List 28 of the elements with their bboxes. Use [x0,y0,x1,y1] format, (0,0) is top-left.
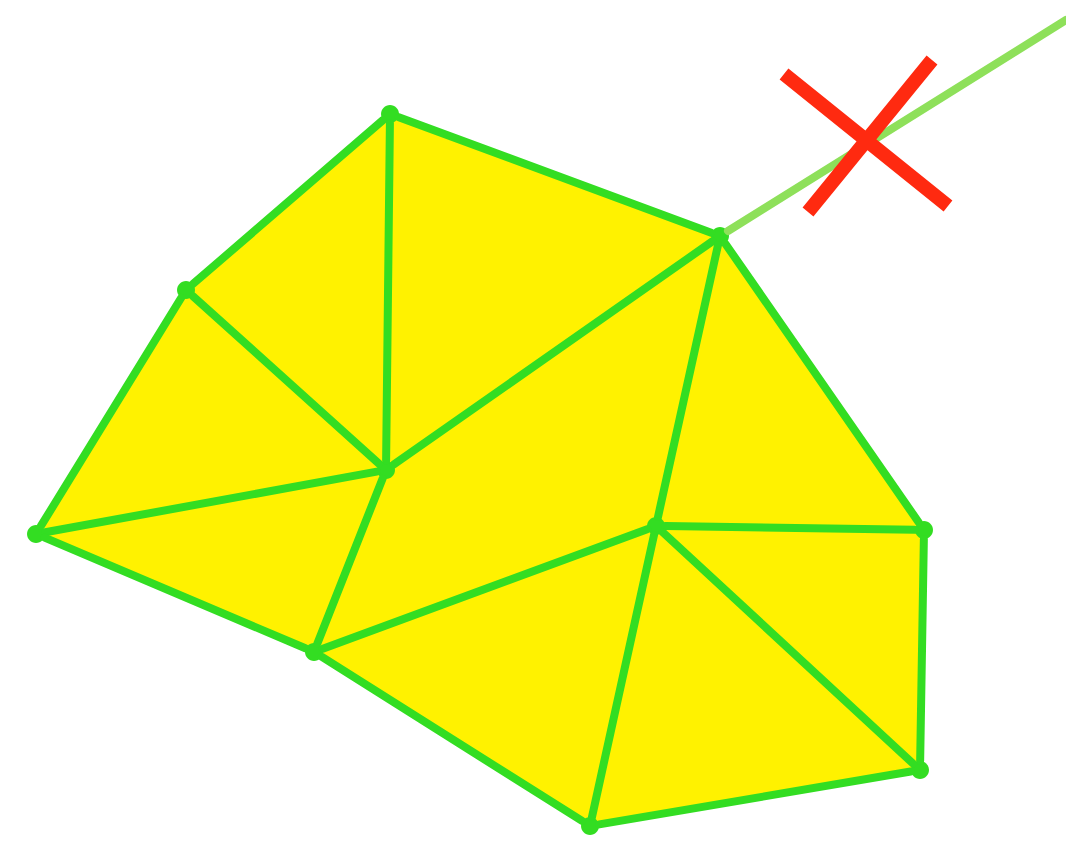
vertex-dot [177,281,195,299]
vertex-dot [381,105,399,123]
mesh-edge [595,767,915,829]
mesh-edge [36,294,186,530]
vertex-dot [305,643,323,661]
mesh-edge [189,292,383,468]
mesh-edge [382,119,394,465]
mesh-edge [313,474,387,648]
mesh-edge [394,113,716,237]
vertex-dot [581,816,599,835]
mesh-edge [41,467,381,537]
vertex-dot [711,227,729,245]
mesh-edge [654,241,722,521]
mesh-edge [916,535,928,765]
mesh-edge [661,522,919,534]
mesh-edge [721,239,923,527]
mesh-edge [588,531,658,821]
mesh-edge [389,237,717,469]
mesh-edge [317,653,587,825]
vertex-dot [377,460,395,479]
vertex-dot [915,521,933,539]
mesh-edge [40,533,310,653]
vertex-dot [27,525,45,543]
mesh-edge [724,16,1066,235]
vertex-dot [647,517,665,535]
mesh-edge [318,525,652,653]
vertex-dot [911,760,929,779]
mesh-edge [189,116,387,288]
